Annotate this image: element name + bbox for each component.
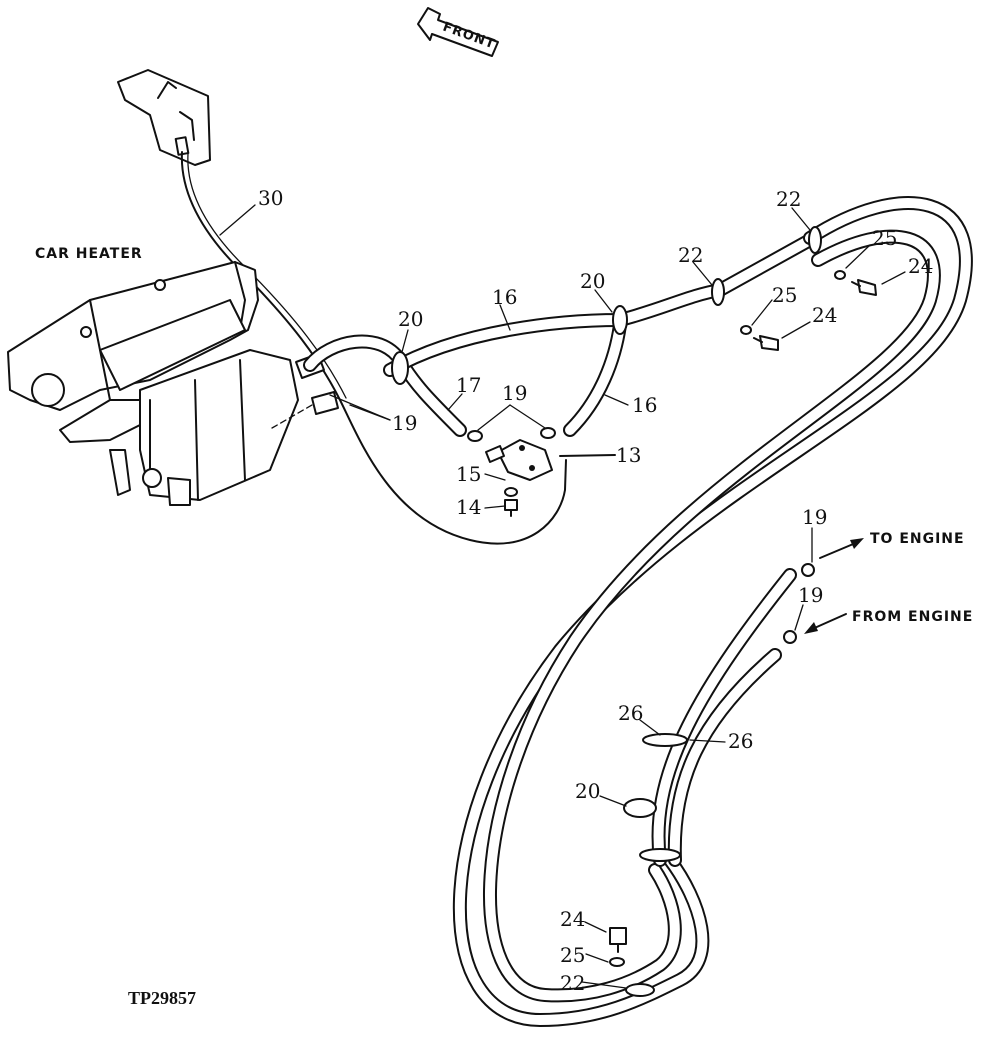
callout-13: 13	[616, 443, 641, 467]
callout-22: 22	[560, 971, 585, 995]
car-heater-unit: CAR HEATER	[7, 246, 299, 506]
callout-25: 25	[872, 226, 897, 250]
mounting-bracket	[117, 69, 211, 166]
callout-17: 17	[456, 373, 481, 397]
callout-22: 22	[776, 187, 801, 211]
callout-22: 22	[678, 243, 703, 267]
callout-19: 19	[798, 583, 823, 607]
hose-clamps	[391, 226, 822, 997]
callout-19: 19	[502, 381, 527, 405]
callout-15: 15	[456, 462, 481, 486]
bolts-upper	[740, 270, 877, 351]
fasteners-14-15	[504, 487, 518, 517]
callout-30: 30	[258, 186, 283, 210]
callout-25: 25	[772, 283, 797, 307]
callout-25: 25	[560, 943, 585, 967]
callout-24: 24	[812, 303, 837, 327]
car-heater-label: CAR HEATER	[35, 246, 143, 262]
callout-16: 16	[492, 285, 517, 309]
cable-30	[180, 151, 567, 545]
callout-20: 20	[398, 307, 423, 331]
from-engine-label: FROM ENGINE	[852, 609, 973, 625]
callouts: 30 20 16 17 19 19 20 16 13 15 14 22 25 2…	[258, 186, 933, 995]
front-arrow-icon: FRONT	[417, 7, 499, 57]
valve-13	[485, 439, 616, 481]
bolts-lower	[609, 927, 627, 967]
callout-19: 19	[802, 505, 827, 529]
callout-20: 20	[580, 269, 605, 293]
callout-26: 26	[618, 701, 643, 725]
figure-id: TP29857	[128, 988, 196, 1008]
engine-arrows	[804, 538, 864, 634]
leader-lines	[219, 204, 906, 989]
callout-26: 26	[728, 729, 753, 753]
hose-16-upper	[383, 233, 817, 377]
callout-14: 14	[456, 495, 481, 519]
callout-16: 16	[632, 393, 657, 417]
callout-20: 20	[575, 779, 600, 803]
callout-19: 19	[392, 411, 417, 435]
to-engine-label: TO ENGINE	[870, 531, 965, 547]
callout-24: 24	[908, 254, 933, 278]
callout-24: 24	[560, 907, 585, 931]
